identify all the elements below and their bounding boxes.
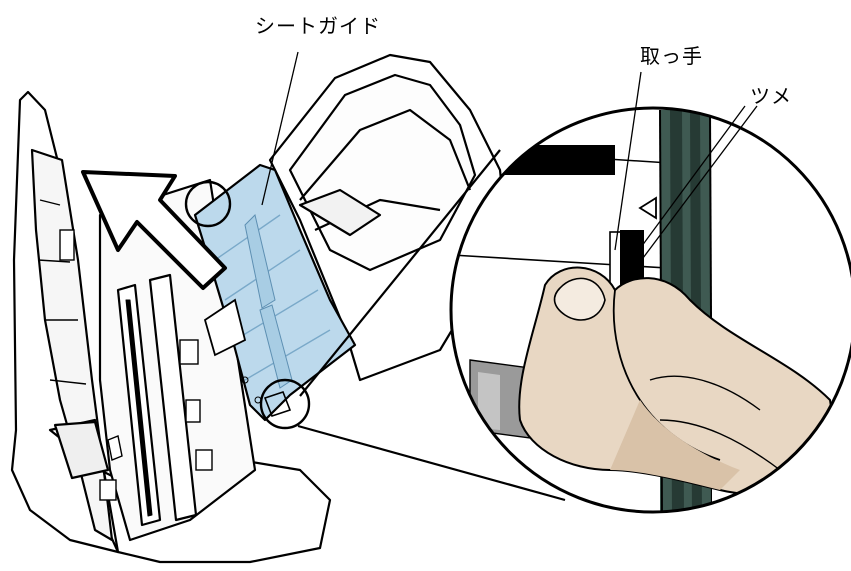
claw-label: ツメ: [750, 80, 792, 109]
magnified-view: [451, 100, 851, 540]
handle-label: 取っ手: [640, 40, 703, 69]
sheet-guide-label: シートガイド: [255, 10, 381, 39]
